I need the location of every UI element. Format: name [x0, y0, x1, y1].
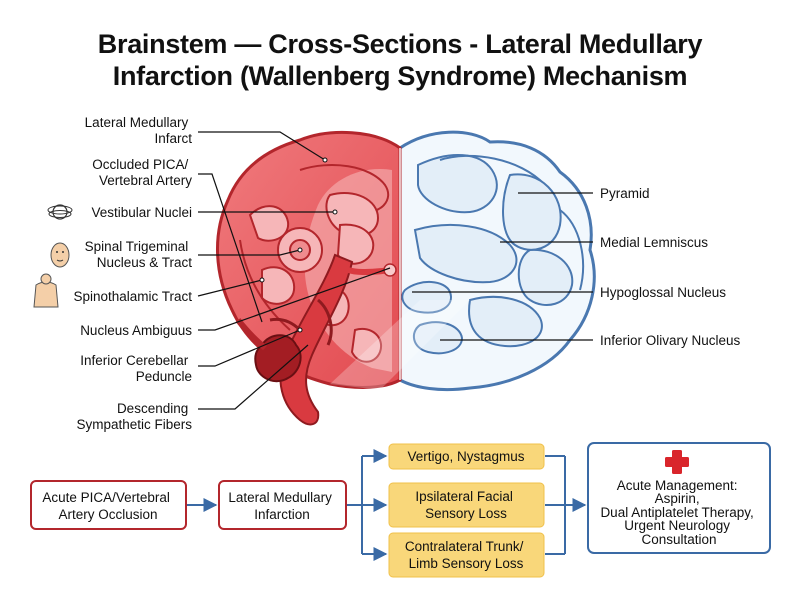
artery-icon — [269, 253, 397, 426]
label-spinothalamic-tract: Spinothalamic Tract — [73, 289, 192, 304]
lesion-text: Lateral Medullary Infarction — [228, 490, 335, 522]
highlight-band — [330, 300, 470, 390]
label-spinal-trigeminal: Spinal Trigeminal Nucleus & Tract — [85, 239, 193, 270]
symptom-text-facial: Ipsilateral Facial Sensory Loss — [415, 489, 516, 521]
page-title: Brainstem — Cross-Sections - Lateral Med… — [0, 28, 800, 92]
branch-arrows — [347, 449, 388, 561]
label-descending-sympathetic: Descending Sympathetic Fibers — [76, 401, 192, 432]
medulla-cross-section — [215, 130, 596, 426]
medical-cross-icon — [665, 450, 689, 474]
cause-text: Acute PICA/Vertebral Artery Occlusion — [42, 490, 173, 522]
merge-arrows — [545, 455, 587, 555]
label-nucleus-ambiguus: Nucleus Ambiguus — [80, 323, 192, 338]
infarct-clot-icon — [254, 334, 302, 383]
torso-icon — [33, 273, 59, 308]
label-pyramid: Pyramid — [600, 186, 650, 201]
flowchart: Acute PICA/Vertebral Artery Occlusion La… — [30, 442, 771, 578]
label-inferior-olivary-nucleus: Inferior Olivary Nucleus — [600, 333, 741, 348]
label-medial-lemniscus: Medial Lemniscus — [600, 235, 708, 250]
management-text: Acute Management: Aspirin, Dual Antiplat… — [600, 478, 757, 547]
label-occluded-pica: Occluded PICA/ Vertebral Artery — [92, 157, 192, 188]
symptom-text-vertigo: Vertigo, Nystagmus — [407, 449, 524, 464]
face-icon — [50, 242, 70, 268]
infarct-internal-structures — [239, 164, 390, 363]
symptom-box-facial — [388, 482, 545, 528]
label-lateral-medullary-infarct: Lateral Medullary Infarct — [85, 115, 193, 146]
symptom-box-vertigo — [388, 443, 545, 470]
management-box — [587, 442, 771, 554]
label-inferior-cerebellar-peduncle: Inferior Cerebellar Peduncle — [80, 353, 192, 384]
right-leader-lines — [412, 192, 593, 341]
symptom-box-trunk — [388, 532, 545, 578]
title-line-2: Infarction (Wallenberg Syndrome) Mechani… — [112, 61, 688, 91]
label-vestibular-nuclei: Vestibular Nuclei — [91, 205, 192, 220]
left-leader-dots — [259, 157, 338, 333]
infarct-edge — [235, 318, 267, 351]
symptom-text-trunk: Contralateral Trunk/ Limb Sensory Loss — [405, 539, 527, 571]
label-hypoglossal-nucleus: Hypoglossal Nucleus — [600, 285, 726, 300]
cause-box — [30, 480, 187, 530]
title-line-1: Brainstem — Cross-Sections - Lateral Med… — [97, 29, 703, 59]
left-leader-lines — [197, 131, 391, 410]
lesion-box — [218, 480, 347, 530]
left-labels: Lateral Medullary Infarct Occluded PICA/… — [73, 115, 192, 432]
vertigo-head-icon — [47, 204, 73, 220]
